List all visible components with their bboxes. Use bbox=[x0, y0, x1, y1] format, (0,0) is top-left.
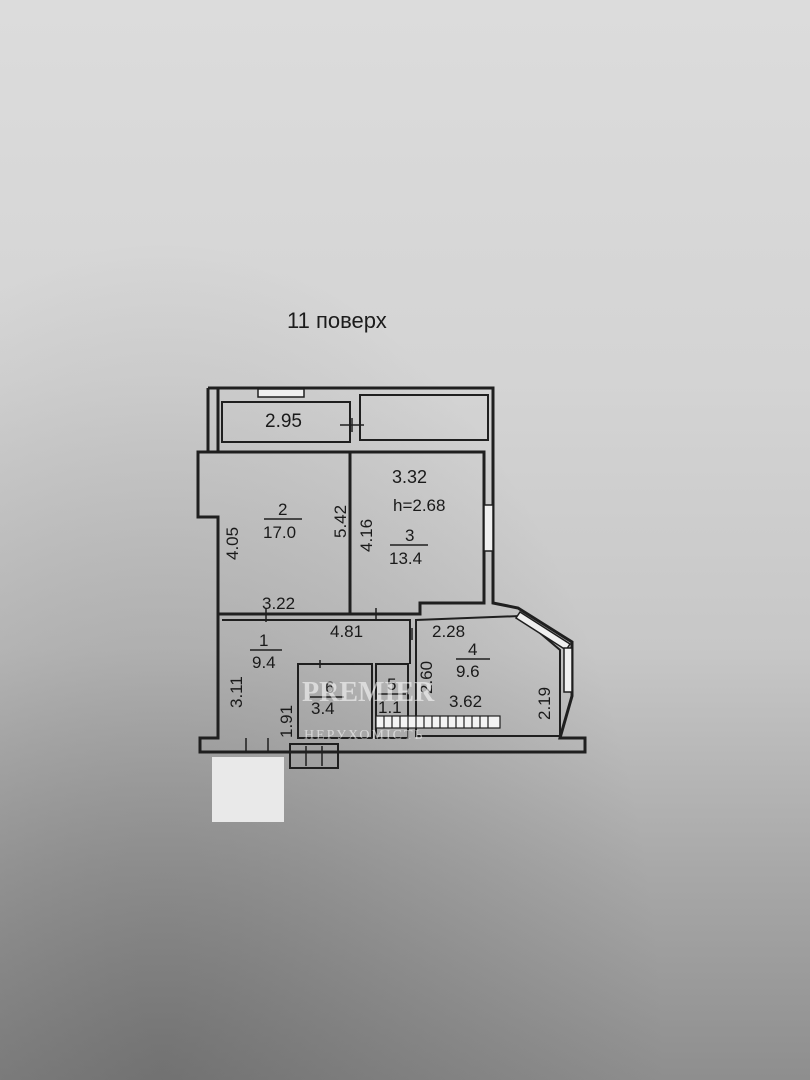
dim-room2-right: 5.42 bbox=[331, 505, 350, 538]
dimension-ticks bbox=[245, 418, 413, 752]
room-number: 4 bbox=[468, 640, 477, 659]
dim-room2-bottom: 3.22 bbox=[262, 594, 295, 613]
room-number: 1 bbox=[259, 631, 268, 650]
room-2-label: 2 17.0 bbox=[263, 500, 302, 542]
room-3-label: 3 13.4 bbox=[389, 526, 428, 568]
dim-bath-left: 1.91 bbox=[277, 705, 296, 738]
room-number: 3 bbox=[405, 526, 414, 545]
dim-room3-left: 4.16 bbox=[357, 519, 376, 552]
paper-patch bbox=[212, 757, 284, 822]
room-area: 13.4 bbox=[389, 549, 422, 568]
dim-corridor-width: 4.81 bbox=[330, 622, 363, 641]
windows bbox=[257, 388, 573, 693]
room-number: 5 bbox=[387, 675, 396, 694]
room-6-label: 6 3.4 bbox=[310, 678, 344, 718]
watermark-brand: PREMIER bbox=[302, 677, 435, 708]
dim-corridor-left: 3.11 bbox=[227, 676, 246, 708]
room-area: 17.0 bbox=[263, 523, 296, 542]
dim-room4-mid: 3.62 bbox=[449, 692, 482, 711]
room-4-label: 4 9.6 bbox=[456, 640, 490, 681]
floor-label: 11 поверх bbox=[287, 308, 387, 333]
room-number: 6 bbox=[325, 678, 334, 697]
room-5-label: 5 1.1 bbox=[378, 675, 406, 717]
dim-balcony-width: 2.95 bbox=[265, 411, 302, 432]
room-number: 2 bbox=[278, 500, 287, 519]
dim-room3-top: 3.32 bbox=[392, 467, 427, 487]
room-1-label: 1 9.4 bbox=[250, 631, 282, 672]
dim-room4-right: 2.19 bbox=[535, 687, 554, 720]
ceiling-height: h=2.68 bbox=[393, 496, 445, 515]
room-area: 9.6 bbox=[456, 662, 480, 681]
watermark-sub: НЕРУХОМІСТЬ bbox=[304, 728, 425, 743]
kitchen-counter bbox=[375, 715, 501, 729]
dim-room2-left: 4.05 bbox=[223, 527, 242, 560]
room-area: 1.1 bbox=[378, 698, 402, 717]
dim-room4-left: 2.60 bbox=[417, 661, 436, 694]
dim-room4-top: 2.28 bbox=[432, 622, 465, 641]
room-area: 9.4 bbox=[252, 653, 276, 672]
room-area: 3.4 bbox=[311, 699, 335, 718]
